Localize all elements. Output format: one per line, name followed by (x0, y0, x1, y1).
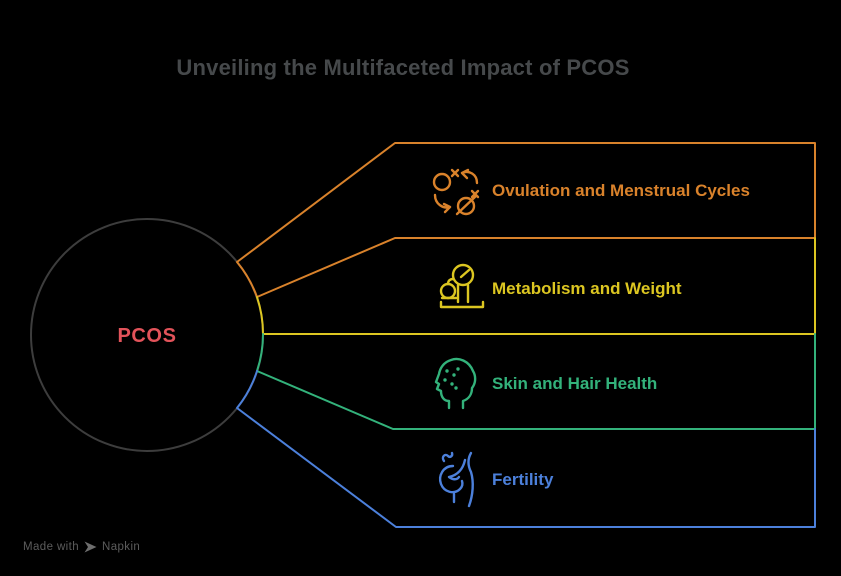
pen-icon (84, 541, 97, 553)
branch-label-skin-hair: Skin and Hair Health (492, 374, 657, 393)
branch-metabolism: Metabolism and Weight (256, 237, 816, 335)
center-label: PCOS (117, 325, 176, 347)
branch-fertility-outline (236, 370, 816, 528)
cycle-icon-x (450, 168, 460, 178)
scale-icon-apple-stem (446, 277, 455, 286)
cycle-icon-slash (455, 194, 478, 216)
page-title: Unveiling the Multifaceted Impact of PCO… (176, 55, 629, 80)
scale-icon-needle (459, 268, 471, 279)
pregnancy-icon-arm (447, 458, 467, 481)
cycle-icon-arrow-bottom (433, 193, 452, 214)
pregnancy-icon-hair (441, 451, 454, 463)
cycle-icon-circle (432, 172, 452, 192)
pregnancy-icon (439, 451, 474, 508)
cycle-icon-slashed-circle (456, 196, 476, 216)
face-icon (434, 357, 477, 410)
scale-icon-gauge (451, 263, 475, 287)
branch-label-fertility: Fertility (492, 470, 554, 489)
branch-label-metabolism: Metabolism and Weight (492, 279, 682, 298)
branch-ovulation-outline (236, 142, 816, 298)
scale-icon-apple (439, 282, 457, 300)
face-icon-profile (434, 357, 477, 410)
face-icon-acne-dots (443, 367, 460, 390)
branch-skin-hair-outline (256, 333, 816, 430)
branch-fertility: Fertility (236, 370, 816, 528)
pregnancy-icon-back (467, 451, 474, 508)
cycle-icon (432, 168, 480, 216)
scale-icon-column (456, 283, 470, 304)
watermark: Made with Napkin (23, 541, 140, 553)
pregnancy-icon-belly (439, 464, 464, 494)
branch-ovulation: Ovulation and Menstrual Cycles (236, 142, 816, 298)
cycle-icon-x2 (470, 189, 480, 199)
branch-skin-hair: Skin and Hair Health (256, 333, 816, 430)
scale-icon-base (439, 300, 485, 309)
branch-metabolism-outline (256, 237, 816, 335)
scale-icon (439, 263, 485, 309)
watermark-brand: Napkin (102, 541, 141, 553)
branch-label-ovulation: Ovulation and Menstrual Cycles (492, 181, 750, 200)
watermark-prefix: Made with (23, 541, 80, 553)
cycle-icon-arrow-top (460, 168, 479, 185)
